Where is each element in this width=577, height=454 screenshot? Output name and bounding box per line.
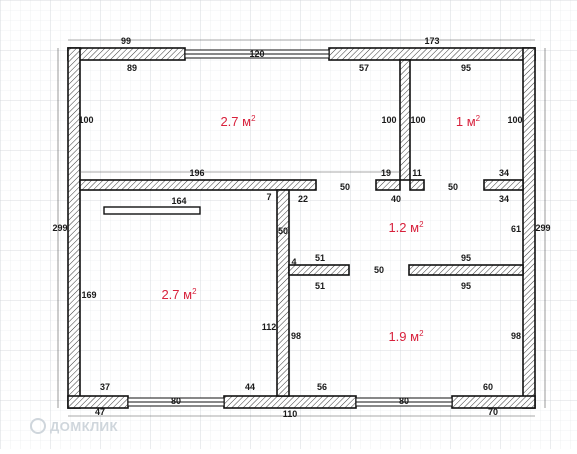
wall-outer-bottom-mid — [223, 395, 357, 409]
wall-outer-top-right — [328, 47, 536, 61]
dim-wall-34b: 34 — [499, 194, 509, 204]
dim-hall-bottom-95: 95 — [461, 253, 471, 263]
dim-outer-bottom-door1: 80 — [171, 396, 181, 406]
dim-hall-bottom-51: 51 — [315, 253, 325, 263]
dim-wall-164: 164 — [171, 196, 186, 206]
dim-room4-right: 112 — [262, 322, 277, 332]
area-bottom-left-room: 2.7 м2 — [161, 287, 197, 302]
wall-hall-bottom-left — [288, 264, 350, 276]
dim-room5-bottom-left: 56 — [317, 382, 327, 392]
area-top-left-room: 2.7 м2 — [220, 114, 256, 129]
dim-wall-22: 22 — [298, 194, 308, 204]
wall-mid-left — [79, 179, 317, 191]
dim-room5-right: 98 — [511, 331, 521, 341]
dim-outer-right: 299 — [535, 223, 550, 233]
dimension-labels: 99 120 173 89 57 95 100 100 100 100 196 … — [52, 36, 550, 419]
wall-mid-19 — [375, 179, 401, 191]
dim-wall-34a: 34 — [499, 168, 509, 178]
dim-door-50a: 50 — [340, 182, 350, 192]
dim-outer-bottom-right: 70 — [488, 407, 498, 417]
wall-outer-left — [67, 47, 81, 409]
dim-door-50b: 50 — [448, 182, 458, 192]
wall-hall-bottom-right — [408, 264, 524, 276]
dim-outer-bottom-mid: 110 — [283, 409, 298, 419]
dim-wall-19: 19 — [381, 168, 391, 178]
dim-wall-7: 7 — [266, 192, 271, 202]
area-bottom-right-room: 1.9 м2 — [388, 329, 424, 344]
dim-outer-top-door: 120 — [249, 49, 264, 59]
watermark-logo-icon — [30, 418, 46, 434]
doors — [127, 49, 453, 407]
dim-hall-door-50: 50 — [374, 265, 384, 275]
dim-room1-right: 100 — [381, 115, 396, 125]
wall-mid-right — [483, 179, 524, 191]
dim-room1-top-left: 89 — [127, 63, 137, 73]
dim-outer-bottom-door2: 80 — [399, 396, 409, 406]
dim-hall-right: 61 — [511, 224, 521, 234]
dim-room1-top-right: 57 — [359, 63, 369, 73]
wall-top-divider — [399, 59, 411, 181]
area-hall: 1.2 м2 — [388, 220, 424, 235]
dim-room1-bottom: 196 — [189, 168, 204, 178]
area-top-right-room: 1 м2 — [456, 114, 481, 129]
watermark: ДОМКЛИК — [30, 418, 118, 434]
dim-outer-top-left: 99 — [121, 36, 131, 46]
dim-hall-left: 50 — [278, 226, 288, 236]
dim-room2-left: 100 — [410, 115, 425, 125]
dim-outer-left: 299 — [52, 223, 67, 233]
dim-room5-top-left: 51 — [315, 281, 325, 291]
wall-vertical-left — [276, 189, 290, 397]
dim-room2-right: 100 — [507, 115, 522, 125]
dim-room1-left: 100 — [78, 115, 93, 125]
dim-room4-left: 169 — [81, 290, 96, 300]
dimension-lines — [57, 39, 546, 417]
dim-door-40: 40 — [391, 194, 401, 204]
dim-room5-top-right: 95 — [461, 281, 471, 291]
dim-outer-top-right: 173 — [424, 36, 439, 46]
dim-outer-bottom-left: 47 — [95, 407, 105, 417]
wall-mid-11 — [409, 179, 425, 191]
dim-room2-top: 95 — [461, 63, 471, 73]
dim-room5-bottom-right: 60 — [483, 382, 493, 392]
dim-room5-left: 98 — [291, 331, 301, 341]
wall-outer-top-left — [67, 47, 186, 61]
wall-outer-right — [522, 47, 536, 409]
room-areas: 2.7 м2 1 м2 1.2 м2 2.7 м2 1.9 м2 — [161, 114, 480, 344]
radiator — [103, 206, 201, 215]
dim-room4-bottom-left: 37 — [100, 382, 110, 392]
dim-wall-11: 11 — [412, 168, 422, 178]
dim-hall-4: 4 — [291, 257, 296, 267]
watermark-text: ДОМКЛИК — [50, 419, 118, 434]
dim-room4-bottom-right: 44 — [245, 382, 255, 392]
